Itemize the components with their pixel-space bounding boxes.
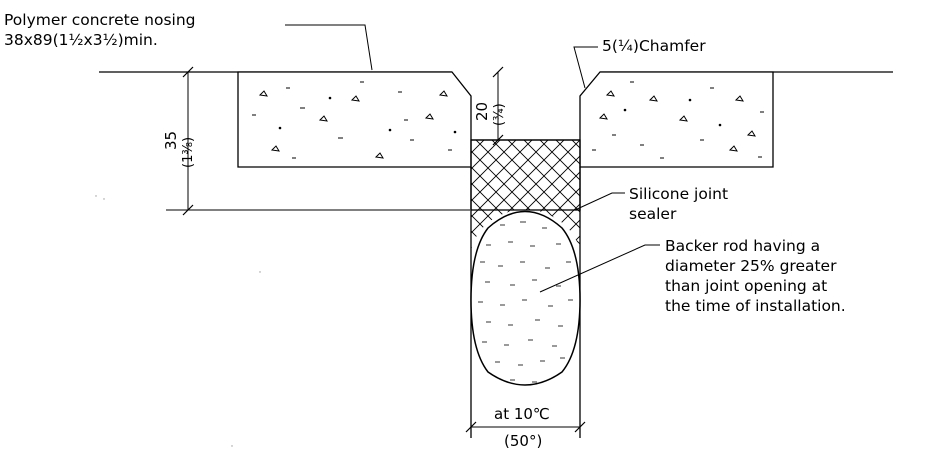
sealer-label-line2: sealer <box>629 205 677 223</box>
depth-dimension-mm: 35 <box>162 130 180 150</box>
concrete-aggregate-left <box>252 81 457 159</box>
nosing-block-right <box>579 71 774 168</box>
backer-rod-texture <box>478 221 573 383</box>
chamfer-label: 5(¼)Chamfer <box>602 37 706 55</box>
chamfer-leader <box>573 46 598 89</box>
sealer-leader <box>574 192 625 211</box>
silicone-sealer-sides <box>471 208 580 250</box>
nosing-label-line1: Polymer concrete nosing <box>4 11 196 29</box>
backer-label-line3: than joint opening at <box>665 277 828 295</box>
backer-label-line1: Backer rod having a <box>665 237 821 255</box>
backer-rod <box>470 210 581 386</box>
depth-dimension-in: (1⅜) <box>181 136 196 168</box>
nosing-label-line2: 38x89(1½x3½)min. <box>4 31 158 49</box>
width-label-line2: (50°) <box>504 432 543 450</box>
nosing-block-left <box>237 71 472 168</box>
silicone-sealer <box>470 139 581 211</box>
concrete-aggregate-right <box>592 81 764 159</box>
gap-dimension-mm: 20 <box>473 101 491 121</box>
backer-leader <box>539 244 660 293</box>
backer-label-line2: diameter 25% greater <box>665 257 837 275</box>
sealer-label-line1: Silicone joint <box>629 185 729 203</box>
backer-label-line4: the time of installation. <box>665 297 846 315</box>
width-label-line1: at 10℃ <box>494 405 550 423</box>
gap-dimension-in: (¾) <box>492 103 507 126</box>
nosing-leader <box>285 24 373 71</box>
